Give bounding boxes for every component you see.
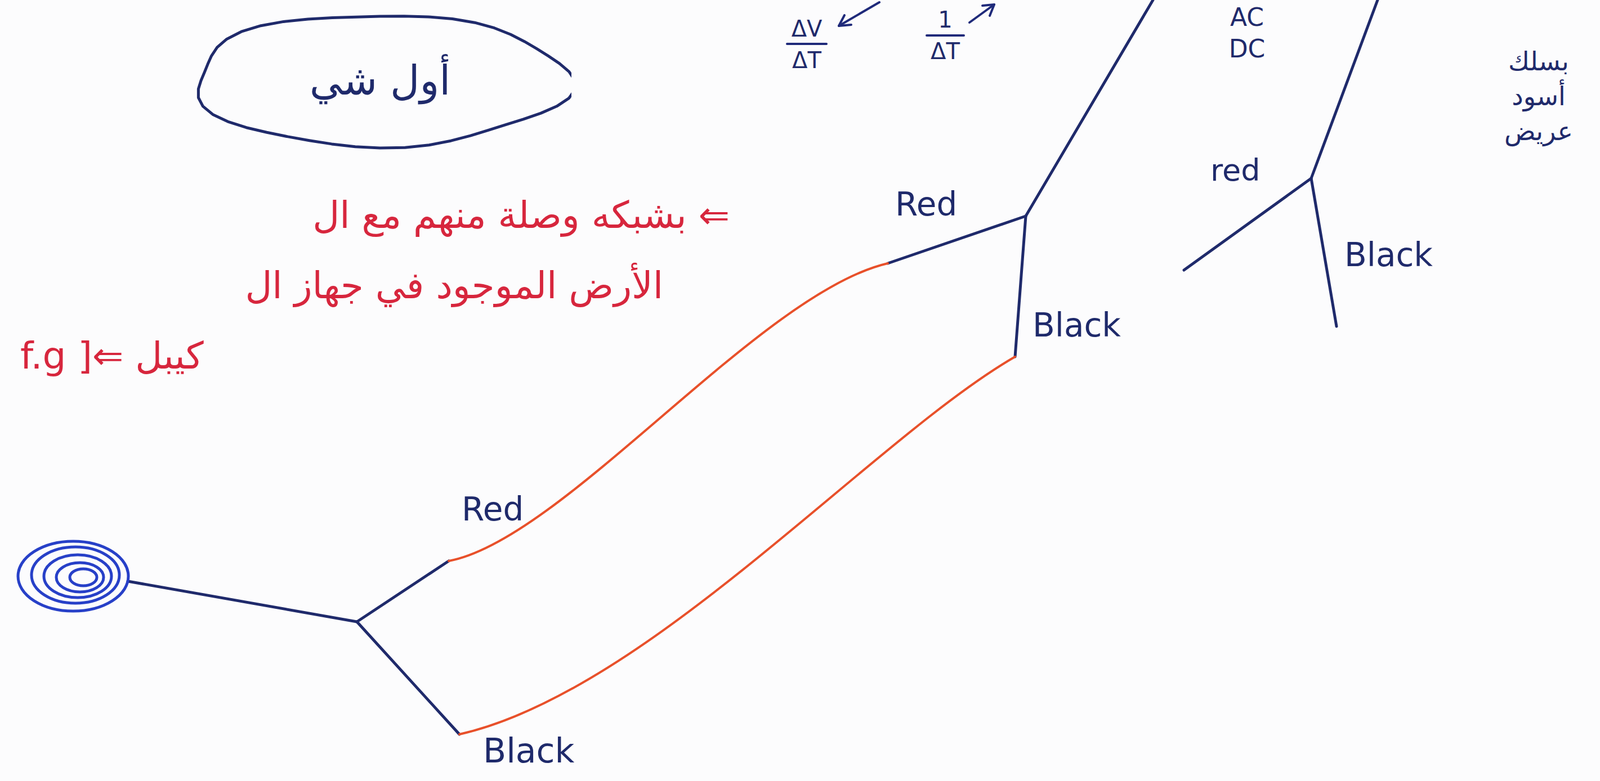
lead-label: Black	[1032, 306, 1121, 345]
black-lead	[356, 622, 460, 735]
lead-label: Red	[461, 490, 524, 529]
arrow-head	[982, 4, 995, 16]
cloud-note: أول شي	[188, 10, 572, 151]
formula-term: ΔT	[930, 38, 960, 65]
connection-wire	[448, 263, 888, 562]
formula-term: ΔT	[792, 47, 822, 74]
arrow	[969, 4, 995, 23]
note-line: الأرض الموجود في جهاز ال	[244, 264, 664, 308]
side-note: بسلك أسود عريض	[1490, 43, 1587, 149]
cable	[127, 581, 357, 623]
probe-wire	[1025, 0, 1153, 217]
red-lead	[1183, 178, 1312, 271]
arrow	[838, 2, 880, 26]
arrow-head	[838, 15, 852, 26]
lead-label: Black	[1344, 236, 1433, 275]
note-line: ⇐ بشبكه وصلة منهم مع ال	[312, 194, 730, 238]
lead-label: Black	[483, 731, 575, 771]
lead-label: red	[1210, 153, 1261, 189]
connection-wire	[459, 356, 1016, 735]
fraction-bar	[787, 42, 827, 46]
mode-label: DC	[1228, 34, 1266, 64]
lead-label: Red	[895, 185, 958, 224]
formula-term: ΔV	[791, 15, 823, 42]
formula-term: 1	[937, 6, 953, 33]
note-heading: أول شي	[309, 56, 451, 105]
note-line: f.g ]⇐ كيبل	[20, 334, 204, 378]
probe-wire	[1311, 0, 1378, 179]
mode-label: AC	[1230, 3, 1264, 33]
clip-spiral	[18, 541, 129, 612]
black-lead	[1311, 178, 1337, 327]
fraction-bar	[926, 34, 964, 37]
black-lead	[1015, 216, 1026, 357]
red-lead	[356, 561, 449, 623]
